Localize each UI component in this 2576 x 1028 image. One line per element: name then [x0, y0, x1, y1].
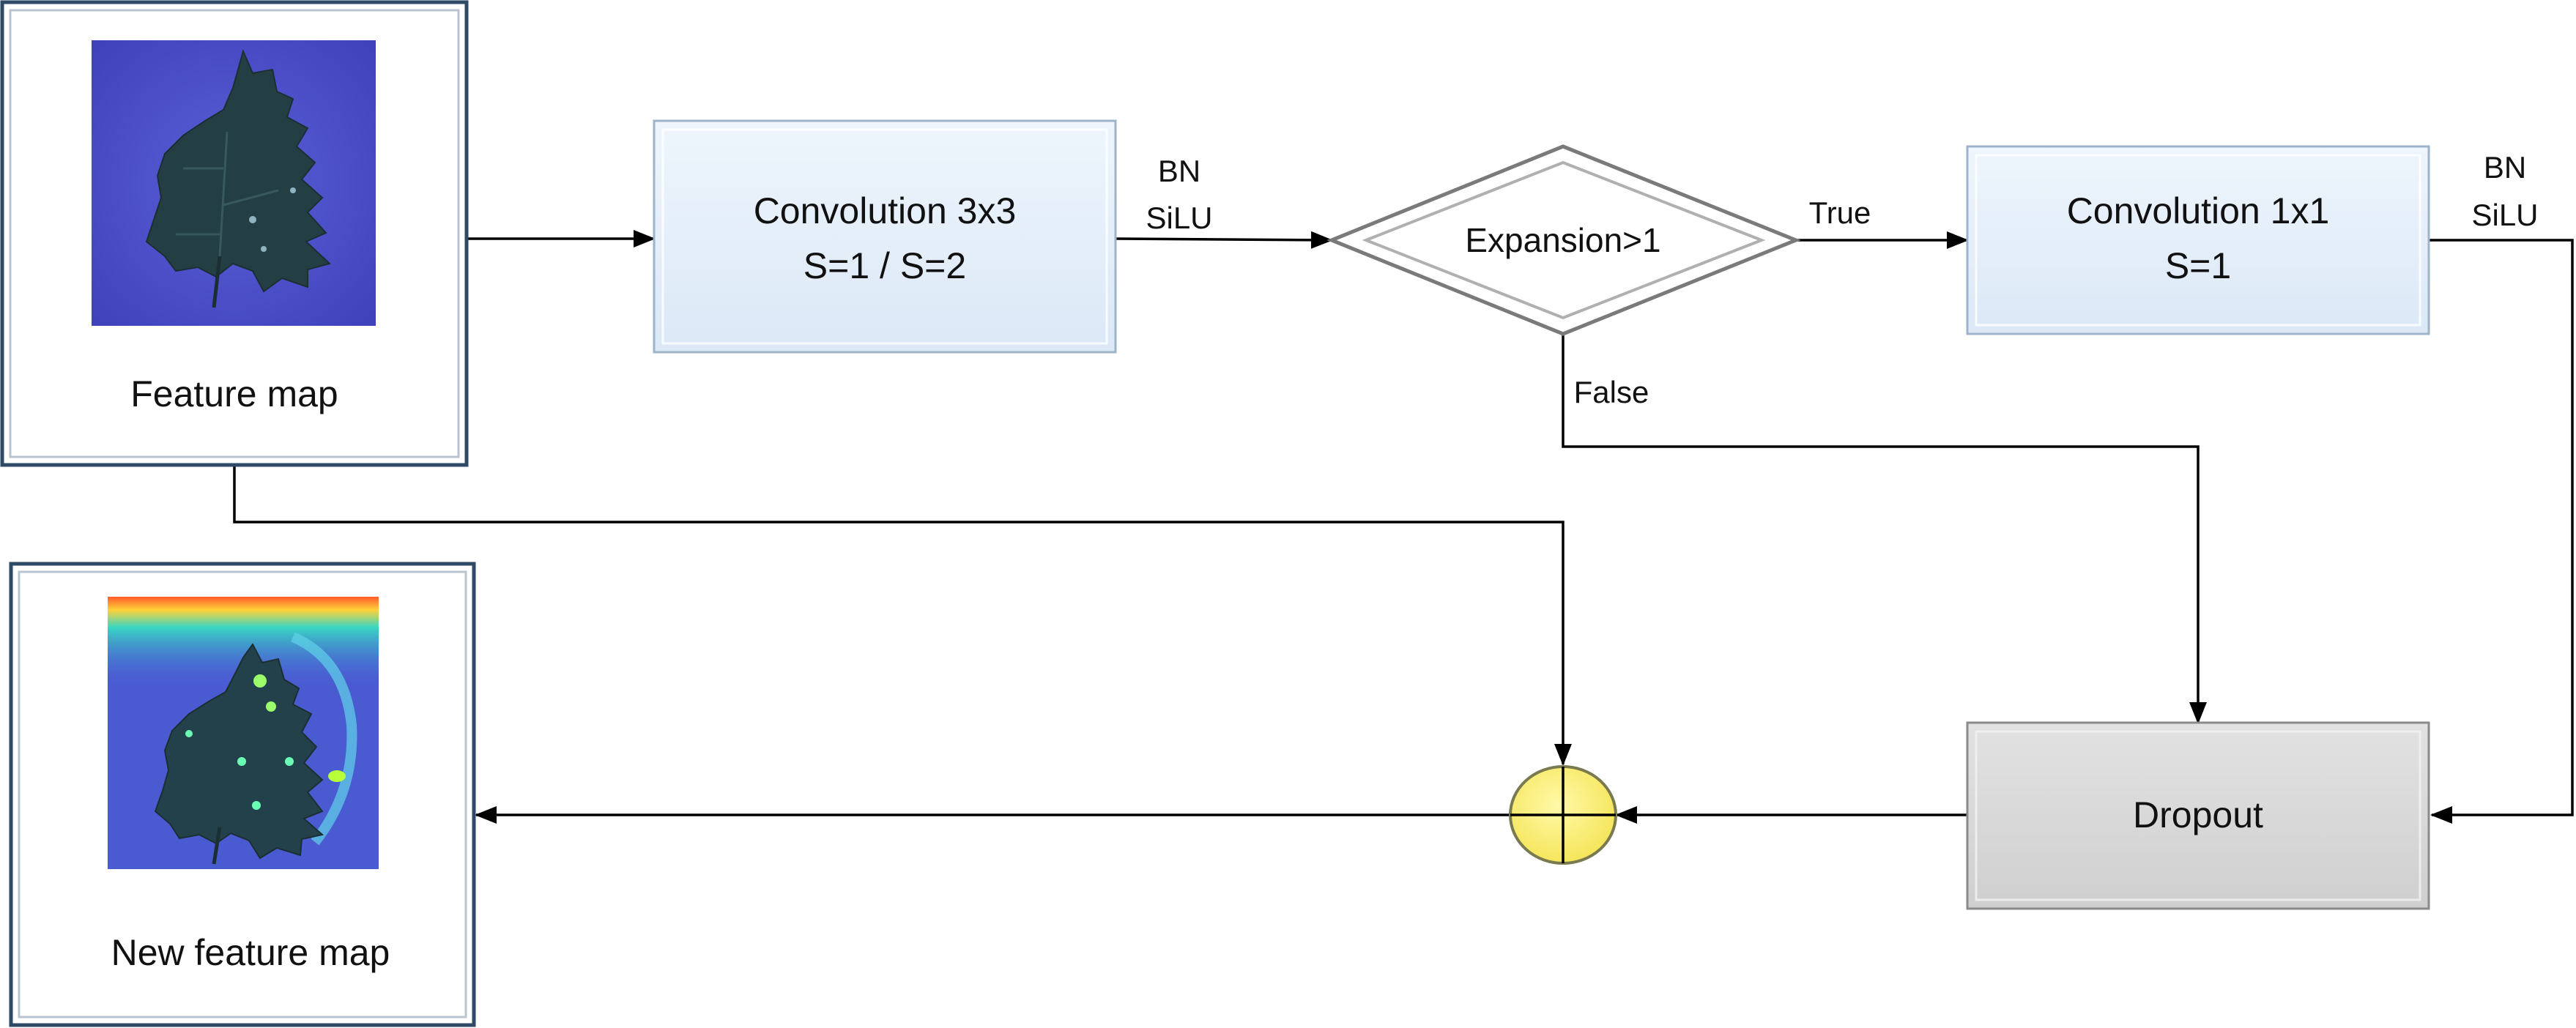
edge-expansion-false-to-dropout — [1562, 333, 2207, 724]
dropout-label: Dropout — [2133, 794, 2263, 835]
conv3x3-line2: S=1 / S=2 — [803, 245, 966, 286]
silu-label-2: SiLU — [2471, 198, 2538, 232]
edge-conv1x1-to-dropout — [2429, 239, 2574, 824]
bn-label-2: BN — [2484, 150, 2526, 185]
conv1x1-line2: S=1 — [2165, 245, 2231, 286]
conv1x1-box — [1966, 145, 2430, 335]
conv3x3-line1: Convolution 3x3 — [754, 190, 1017, 231]
leaf-image — [92, 40, 376, 326]
silu-label-1: SiLU — [1146, 201, 1212, 235]
dropout-box — [1966, 721, 2430, 910]
heatmap-image — [108, 597, 379, 869]
conv3x3-node: Convolution 3x3 S=1 / S=2 — [653, 119, 1117, 354]
bn-label-1: BN — [1158, 154, 1200, 188]
expansion-node: Expansion>1 — [1326, 144, 1801, 336]
true-label: True — [1809, 195, 1871, 230]
connectors — [233, 230, 2574, 824]
add-node — [1509, 765, 1617, 865]
conv3x3-box — [653, 119, 1117, 354]
leaf-shape — [145, 49, 331, 293]
conv1x1-node: Convolution 1x1 S=1 — [1966, 145, 2430, 335]
edge-conv3x3-to-expansion — [1115, 231, 1333, 249]
dropout-node: Dropout — [1966, 721, 2430, 910]
feature-map-node: Feature map — [0, 0, 469, 467]
edge-labels: BN SiLU True BN SiLU False — [1146, 150, 2538, 409]
conv1x1-line1: Convolution 1x1 — [2067, 190, 2330, 231]
false-label: False — [1574, 375, 1649, 409]
new-feature-map-label: New feature map — [111, 932, 390, 973]
new-feature-map-node: New feature map — [9, 562, 476, 1027]
feature-map-label: Feature map — [130, 373, 338, 414]
heatmap-leaf-shape — [154, 643, 324, 860]
expansion-label: Expansion>1 — [1465, 221, 1660, 259]
edge-skip-connection — [233, 465, 1572, 766]
